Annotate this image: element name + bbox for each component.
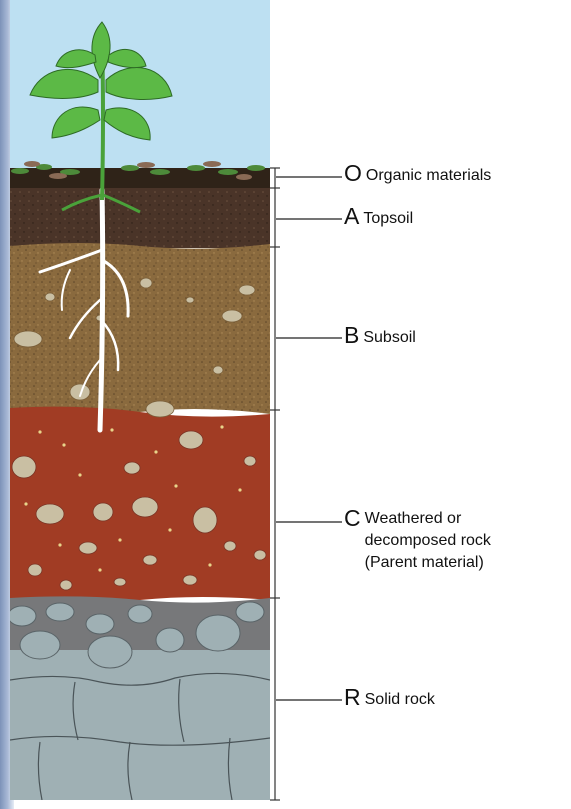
horizon-letter: A	[344, 203, 359, 229]
horizon-description-line: decomposed rock	[365, 532, 491, 549]
horizon-label-c: C Weathered or decomposed rock (Parent m…	[344, 505, 491, 574]
horizon-letter: O	[344, 160, 362, 186]
horizon-description: Weathered or decomposed rock (Parent mat…	[365, 508, 491, 574]
label-leader-lines	[276, 177, 342, 700]
solid-rock-layer	[10, 650, 270, 800]
horizon-description-line: (Parent material)	[365, 554, 484, 571]
horizon-description: Organic materials	[366, 165, 491, 187]
horizon-description-line: Weathered or	[365, 510, 462, 527]
horizon-description: Subsoil	[363, 327, 415, 349]
horizon-description: Topsoil	[363, 208, 413, 230]
horizon-letter: C	[344, 505, 361, 531]
horizon-brackets	[270, 168, 280, 800]
horizon-description: Solid rock	[365, 689, 435, 711]
horizon-letter: B	[344, 322, 359, 348]
horizon-letter: R	[344, 684, 361, 710]
